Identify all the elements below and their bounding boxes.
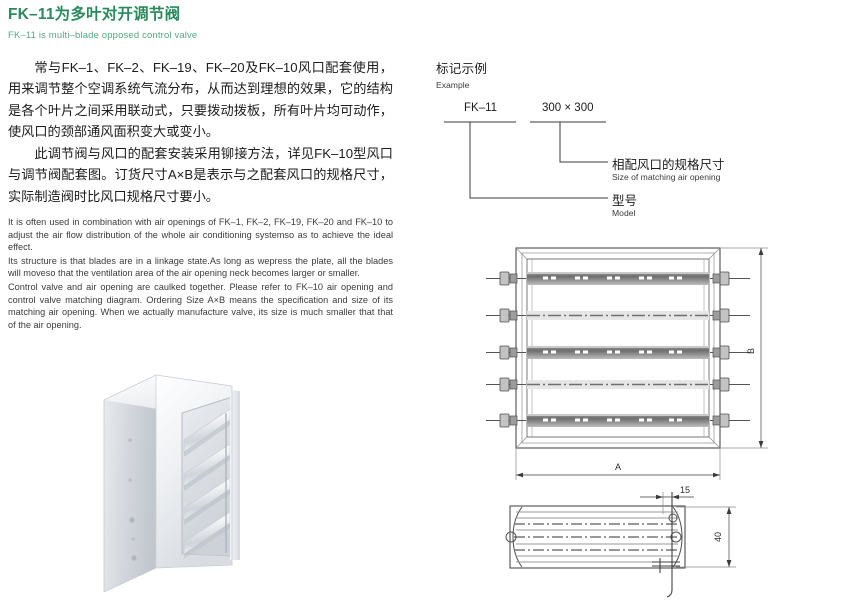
dimension-b: B [720,247,768,449]
marking-heading-en: Example [436,80,470,90]
side-view-drawing: 15 40 [480,478,850,600]
en-paragraph: Its structure is that blades are in a li… [8,255,393,279]
marking-code-model: FK–11 [464,102,498,114]
side-pivots [505,513,682,543]
cn-paragraph: 常与FK–1、FK–2、FK–19、FK–20及FK–10风口配套使用，用来调节… [8,59,393,140]
blade-row [527,272,709,285]
blade-row [527,414,709,427]
dimension-15-label: 15 [680,485,690,495]
front-view-svg: B A [486,247,768,480]
callout-size-en: Size of matching air opening [612,172,721,182]
marking-code-size: 300 × 300 [542,102,594,114]
en-paragraph: It is often used in combination with air… [8,217,393,253]
callout-model-cn: 型号 [612,194,638,208]
dimension-a: A [515,448,721,480]
callout-model-en: Model [612,208,636,218]
blade-group [527,272,709,427]
page-title: FK–11为多叶对开调节阀 [8,6,181,23]
dimension-b-label: B [746,348,756,354]
photo-blades [183,408,231,559]
dimension-15: 15 [640,485,694,500]
marking-heading-cn: 标记示例 [436,62,488,76]
chinese-description: 常与FK–1、FK–2、FK–19、FK–20及FK–10风口配套使用，用来调节… [8,57,393,208]
side-flange [652,492,680,598]
dimension-a-label: A [615,462,621,472]
callout-size-cn: 相配风口的规格尺寸 [612,158,725,172]
left-text-column: FK–11为多叶对开调节阀 FK–11 is multi–blade oppos… [8,6,408,332]
blade-row [527,380,709,389]
side-blade-lines [514,511,680,563]
photo-linkage-holes [128,438,137,561]
product-photo [100,368,300,600]
spindle-assemblies [486,271,750,428]
side-view-svg: 15 40 [505,485,736,598]
en-paragraph: Control valve and air opening are caulke… [8,282,393,330]
cn-paragraph: 此调节阀与风口的配套安装采用铆接方法，详见FK–10型风口与调节阀配套图。订货尺… [8,145,393,204]
blade-row [527,346,709,359]
blade-row [527,311,709,320]
front-view-drawing: B A [480,232,850,482]
page-subtitle: FK–11 is multi–blade opposed control val… [8,29,198,41]
damper-photo-illustration [103,374,240,593]
dimension-40: 40 [676,506,736,568]
english-description: It is often used in combination with air… [8,216,393,331]
marking-example-block: 标记示例 Example FK–11 300 × 300 相配风口的规格尺寸 S… [436,58,836,223]
dimension-40-label: 40 [713,532,723,542]
